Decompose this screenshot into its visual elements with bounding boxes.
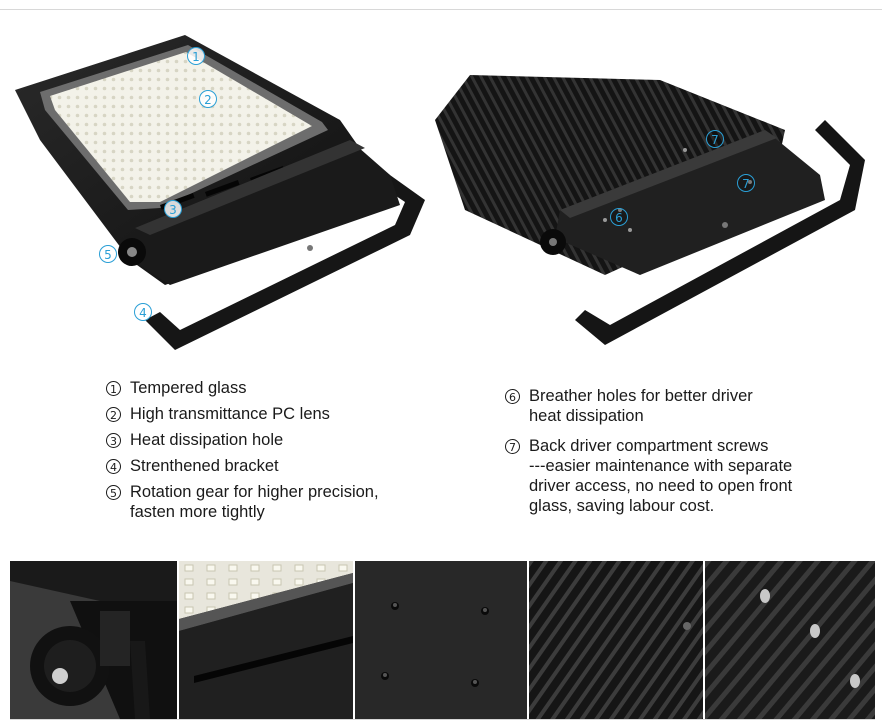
legend-item-7: 7 Back driver compartment screws ---easi…	[505, 436, 845, 516]
detail-photo-leds	[179, 561, 353, 719]
legend-text-7d: glass, saving labour cost.	[529, 497, 715, 515]
bottom-border	[10, 719, 875, 720]
legend-text-6b: heat dissipation	[529, 407, 644, 425]
callout-6: 6	[610, 208, 628, 226]
callout-3: 3	[164, 200, 182, 218]
number-badge-2: 2	[106, 407, 121, 422]
callout-7a: 7	[706, 130, 724, 148]
legend-item-1: 1 Tempered glass	[106, 378, 436, 398]
top-border	[0, 9, 882, 10]
legend-item-5: 5 Rotation gear for higher precision, fa…	[106, 482, 436, 522]
callout-5: 5	[99, 245, 117, 263]
back-floodlight-image	[435, 75, 865, 345]
number-badge-5: 5	[106, 485, 121, 500]
legend-text-1: Tempered glass	[130, 379, 247, 397]
legend-item-2: 2 High transmittance PC lens	[106, 404, 436, 424]
legend-text-2: High transmittance PC lens	[130, 405, 330, 423]
callout-2: 2	[199, 90, 217, 108]
callout-1: 1	[187, 47, 205, 65]
detail-photo-fins-2	[705, 561, 875, 719]
number-badge-4: 4	[106, 459, 121, 474]
number-badge-1: 1	[106, 381, 121, 396]
front-floodlight-image	[15, 35, 425, 350]
legend-left: 1 Tempered glass 2 High transmittance PC…	[106, 378, 436, 528]
legend-item-3: 3 Heat dissipation hole	[106, 430, 436, 450]
number-badge-3: 3	[106, 433, 121, 448]
legend-text-4: Strenthened bracket	[130, 457, 279, 475]
legend-text-7b: ---easier maintenance with separate	[529, 457, 793, 475]
detail-photo-gear	[10, 561, 177, 719]
callout-4: 4	[134, 303, 152, 321]
legend-item-6: 6 Breather holes for better driver heat …	[505, 386, 845, 426]
legend-text-6a: Breather holes for better driver	[529, 387, 753, 405]
legend-text-3: Heat dissipation hole	[130, 431, 284, 449]
legend-item-4: 4 Strenthened bracket	[106, 456, 436, 476]
legend-text-7c: driver access, no need to open front	[529, 477, 793, 495]
detail-photo-screws	[355, 561, 527, 719]
number-badge-6: 6	[505, 389, 520, 404]
legend-right: 6 Breather holes for better driver heat …	[505, 386, 845, 522]
detail-photo-fins-1	[529, 561, 703, 719]
callout-7b: 7	[737, 174, 755, 192]
legend-text-5a: Rotation gear for higher precision,	[130, 483, 379, 501]
number-badge-7: 7	[505, 439, 520, 454]
legend-text-5b: fasten more tightly	[130, 503, 265, 521]
legend-text-7a: Back driver compartment screws	[529, 437, 769, 455]
